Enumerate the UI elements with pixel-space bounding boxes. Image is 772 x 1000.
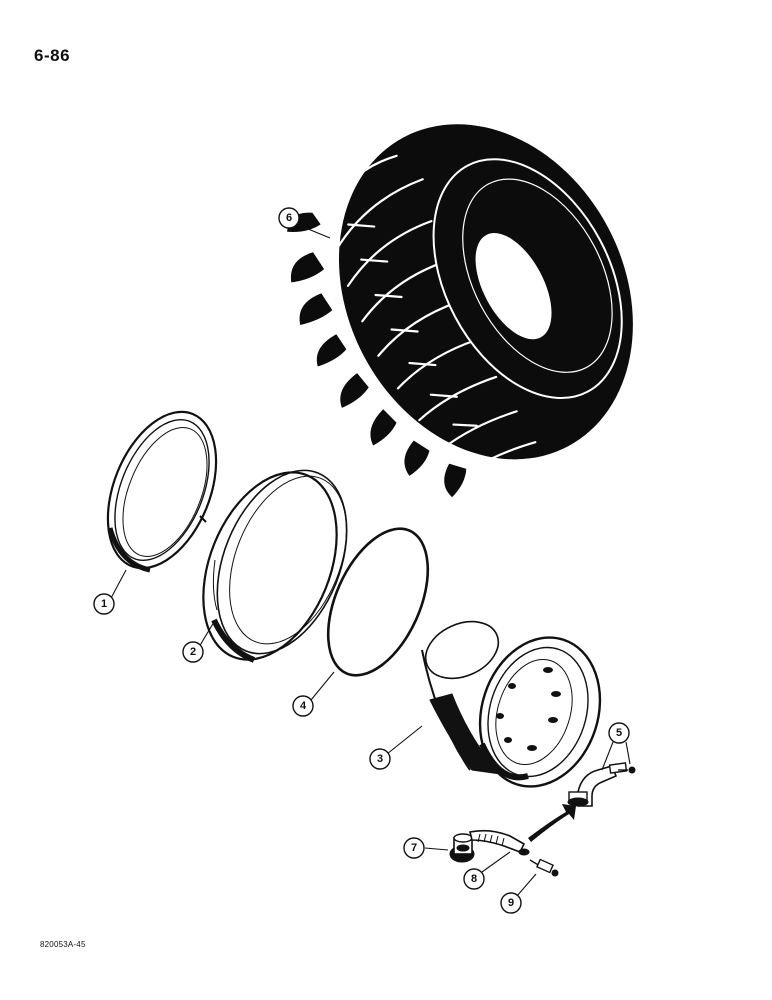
- callout-7: 7: [403, 837, 425, 859]
- assembly-arrow: [528, 804, 576, 842]
- callout-5: 5: [608, 722, 630, 744]
- side-ring-illustration: [202, 469, 348, 663]
- callout-4-label: 4: [300, 700, 307, 712]
- valve-core-illustration: [529, 858, 559, 877]
- leader-lines: [109, 223, 631, 897]
- tire-illustration: [284, 124, 633, 501]
- callout-6-label: 6: [286, 212, 292, 224]
- callout-8: 8: [463, 868, 485, 890]
- callout-9-label: 9: [508, 897, 514, 909]
- callout-7-label: 7: [411, 842, 417, 854]
- callout-5-label: 5: [616, 727, 622, 739]
- page-number: 6-86: [34, 46, 71, 65]
- callout-3-label: 3: [377, 753, 383, 765]
- callout-6: 6: [278, 207, 300, 229]
- callout-4: 4: [292, 695, 314, 717]
- valve-body-illustration: [449, 833, 475, 863]
- valve-stem-illustration: [469, 829, 530, 856]
- callout-9: 9: [500, 892, 522, 914]
- callout-8-label: 8: [471, 873, 477, 885]
- lock-ring-illustration: [106, 410, 218, 573]
- valve-stem-assembly-illustration: [567, 762, 636, 807]
- callout-3: 3: [369, 748, 391, 770]
- figure-code: 820053A-45: [40, 940, 86, 949]
- callout-2-label: 2: [190, 646, 196, 658]
- callout-1: 1: [93, 593, 115, 615]
- wheel-rim-illustration: [420, 598, 602, 790]
- callout-2: 2: [182, 641, 204, 663]
- callout-1-label: 1: [101, 598, 107, 610]
- o-ring-illustration: [326, 527, 430, 677]
